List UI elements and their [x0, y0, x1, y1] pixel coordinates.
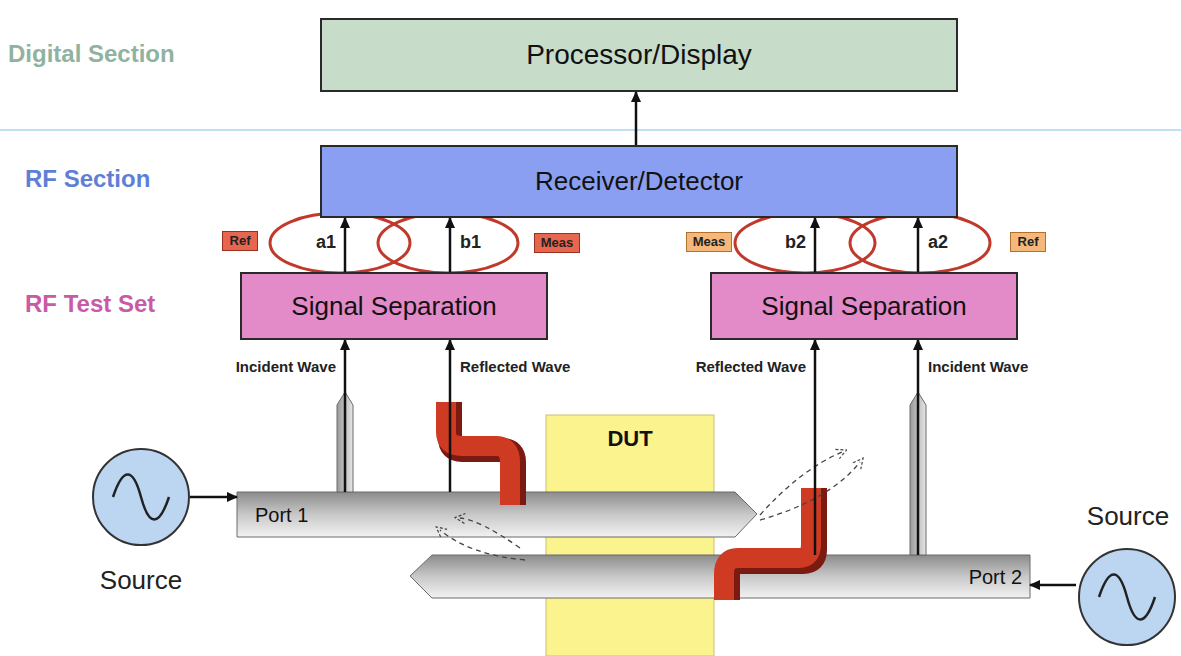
- node-text: Meas: [693, 235, 726, 249]
- edge-label: b2: [785, 232, 806, 253]
- source-symbol: [93, 449, 189, 545]
- signal-arrow: [917, 218, 920, 272]
- edge-label: b1: [460, 232, 481, 253]
- node-text: Ref: [1018, 235, 1039, 249]
- node-text: Source: [1087, 502, 1169, 531]
- signal-arrow: [344, 218, 347, 272]
- source-node: Source: [92, 447, 190, 597]
- signal-arrow: [449, 218, 452, 272]
- signal-arrow: [917, 340, 920, 555]
- section-label: Digital Section: [8, 40, 175, 68]
- node-text: Port 2: [969, 566, 1022, 588]
- signal-arrow: [814, 340, 817, 555]
- dut-label-box: DUT: [546, 415, 714, 656]
- node-text: Source: [100, 566, 182, 595]
- port1-line: [237, 492, 757, 537]
- ref-tag: Ref: [222, 231, 258, 251]
- signal-arrow: [814, 218, 817, 272]
- node-text: Signal Separation: [291, 292, 496, 321]
- receiver-box: Receiver/Detector: [320, 145, 958, 218]
- node-text: Receiver/Detector: [535, 167, 743, 196]
- node-text: Ref: [230, 234, 251, 248]
- node-text: Processor/Display: [526, 40, 752, 71]
- wave-arrows: [440, 452, 860, 560]
- signal-separation-box: Signal Separation: [710, 272, 1018, 340]
- edge-label: Incident Wave: [236, 358, 336, 375]
- display-box: Processor/Display: [320, 18, 958, 92]
- section-divider: [0, 129, 1181, 131]
- edge-label: Reflected Wave: [460, 358, 570, 375]
- node-text: Signal Separation: [761, 292, 966, 321]
- receiver-group-ellipses: [270, 213, 990, 273]
- reflected-coupler: [724, 488, 811, 600]
- edge-label: a1: [316, 232, 336, 253]
- source-symbol: [1079, 549, 1175, 645]
- signal-arrow: [344, 340, 347, 492]
- meas-tag: Meas: [686, 232, 732, 252]
- signal-arrow: [449, 340, 452, 492]
- ref-tag: Ref: [1010, 232, 1046, 252]
- node-text: DUT: [607, 427, 652, 451]
- edge-label: Reflected Wave: [696, 358, 806, 375]
- node-text: Port 1: [255, 504, 308, 526]
- source-node: Source: [1076, 500, 1180, 548]
- port-node: Port 2: [714, 555, 1030, 598]
- edge-label: a2: [928, 232, 948, 253]
- edge-label: Incident Wave: [928, 358, 1028, 375]
- signal-separation-box: Signal Separation: [240, 272, 548, 340]
- reflected-coupler: [446, 402, 510, 505]
- meas-tag: Meas: [534, 233, 580, 253]
- section-label: RF Test Set: [25, 290, 155, 318]
- signal-arrow: [635, 92, 638, 145]
- signal-arrow: [1030, 584, 1076, 587]
- section-label: RF Section: [25, 165, 150, 193]
- port-node: Port 1: [237, 492, 545, 537]
- signal-arrow: [190, 496, 237, 499]
- node-text: Meas: [541, 236, 574, 250]
